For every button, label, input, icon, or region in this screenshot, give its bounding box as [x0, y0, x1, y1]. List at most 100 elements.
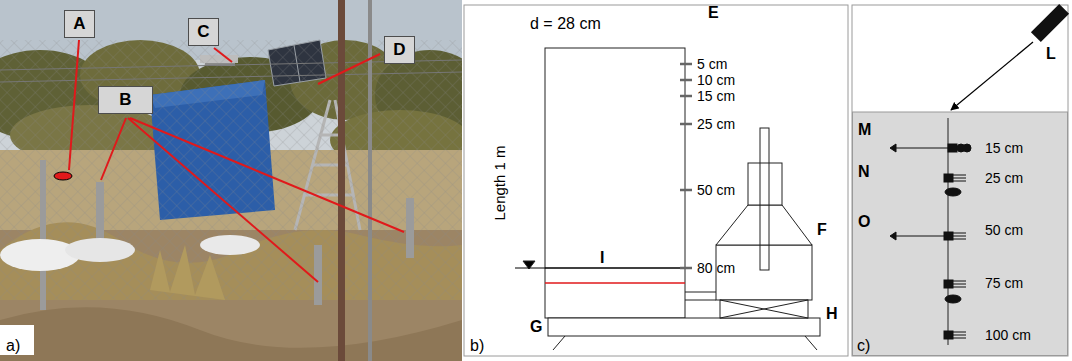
part-letter: G [530, 319, 542, 335]
depth-label: 25 cm [985, 170, 1023, 186]
column-schematic-part [553, 336, 565, 350]
depth-label: 75 cm [985, 275, 1023, 291]
panel-label: a) [6, 338, 20, 354]
soil-profile-part-part [945, 188, 961, 196]
soil-profile-part-part [963, 144, 971, 152]
soil-profile-part-part [890, 144, 896, 152]
column-schematic-part [680, 95, 692, 98]
column-schematic-part [720, 300, 808, 318]
callout-letter: A [73, 14, 86, 34]
field-photo-part [0, 325, 34, 355]
column-schematic-part [680, 123, 692, 126]
part-letter: I [600, 250, 604, 266]
callout-box: C [188, 18, 219, 46]
callout-box: D [384, 36, 415, 64]
soil-profile-part-part [944, 232, 953, 240]
field-photo-part-part [40, 160, 46, 310]
soil-profile-part-part [953, 335, 966, 336]
field-photo-part-part [314, 245, 322, 305]
field-photo-part [200, 235, 260, 255]
column-schematic-part [680, 267, 692, 270]
column-schematic-part [680, 189, 692, 192]
column-schematic-part [760, 128, 769, 270]
soil-profile-part [1031, 4, 1069, 42]
column-schematic-part [720, 300, 808, 318]
soil-profile-part-part [953, 332, 966, 333]
part-letter: N [858, 164, 870, 180]
field-photo-part-part [96, 182, 104, 242]
soil-profile-part-part [953, 233, 966, 234]
column-schematic-part [515, 268, 545, 269]
column-schematic-part [748, 163, 782, 205]
leader-lines-part [54, 172, 72, 180]
soil-profile-part-part [953, 178, 966, 179]
part-letter: M [858, 122, 871, 138]
column-schematic-part [685, 292, 716, 293]
field-photo-part [65, 238, 135, 262]
field-photo [0, 0, 462, 361]
callout-box: A [64, 10, 95, 38]
leader-lines-part [101, 118, 126, 180]
soil-profile-part-part [948, 144, 957, 152]
column-schematic-part [548, 318, 820, 336]
depth-label: 50 cm [697, 182, 735, 198]
panel-label: b) [470, 338, 484, 354]
depth-label: 10 cm [697, 72, 735, 88]
leader-lines-part [69, 40, 79, 170]
field-photo-part [0, 239, 80, 271]
depth-label: 15 cm [697, 88, 735, 104]
leader-lines-part [318, 54, 380, 84]
field-photo-part [0, 0, 462, 361]
soil-profile-part-part [890, 232, 896, 240]
soil-profile-part-part [944, 280, 953, 288]
part-letter: F [817, 222, 827, 238]
dimension: Length 1 m [492, 145, 508, 220]
callout-letter: B [119, 90, 132, 110]
soil-profile-part [852, 5, 1068, 356]
depth-label: 25 cm [697, 116, 735, 132]
column-schematic-part [680, 79, 692, 82]
soil-profile-part-part [953, 281, 966, 282]
callout-letter: C [197, 22, 210, 42]
soil-profile-part-part [953, 175, 966, 176]
leader-lines-part [130, 118, 404, 232]
column-schematic-part [545, 282, 685, 284]
soil-profile-part-part [944, 174, 953, 182]
column-schematic-part [685, 300, 716, 301]
dimension: d = 28 cm [530, 16, 601, 32]
soil-profile-part-part [953, 284, 966, 285]
callout-letter: D [393, 40, 406, 60]
column-schematic [464, 5, 848, 356]
leader-lines [54, 40, 404, 282]
column-schematic-part [805, 336, 817, 350]
part-letter: H [826, 306, 838, 322]
soil-profile-part [951, 42, 1033, 110]
depth-label: 15 cm [985, 140, 1023, 156]
panel-label: c) [857, 338, 870, 354]
soil-profile-part-part [945, 295, 961, 303]
soil-profile-part-part [944, 331, 953, 339]
column-schematic-part [680, 63, 692, 66]
soil-profile-part-part [953, 181, 966, 182]
field-photo-part [40, 160, 414, 310]
soil-profile-part-part [953, 236, 966, 237]
soil-profile-part-part [953, 338, 966, 339]
field-photo-part [0, 72, 462, 82]
field-photo-part-part [406, 198, 414, 258]
column-schematic-part [716, 205, 812, 245]
field-photo-part [150, 245, 225, 300]
field-photo-part [0, 307, 462, 361]
soil-profile-part-part [953, 239, 966, 240]
leader-lines-part [128, 118, 318, 282]
column-schematic-part [720, 300, 808, 318]
field-photo-part [338, 0, 345, 361]
depth-label: 5 cm [697, 56, 727, 72]
soil-profile-part-part [895, 236, 944, 237]
depth-label: 50 cm [985, 222, 1023, 238]
depth-label: 100 cm [985, 327, 1031, 343]
part-letter: E [708, 5, 719, 21]
soil-profile [852, 4, 1069, 356]
callout-box: B [98, 86, 153, 114]
